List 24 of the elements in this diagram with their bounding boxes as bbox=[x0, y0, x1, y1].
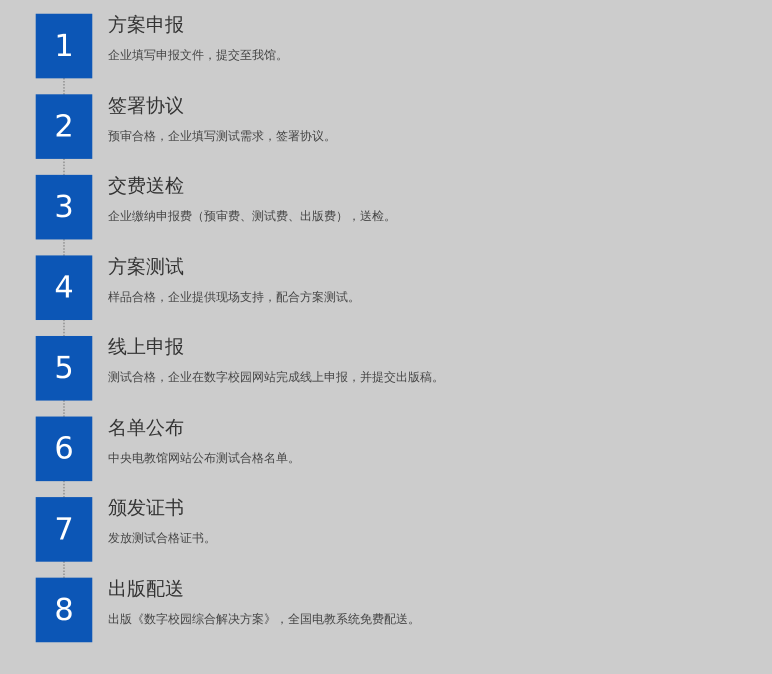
step-number-box: 1 bbox=[36, 14, 92, 78]
step-number-box: 8 bbox=[36, 578, 92, 642]
step-description: 样品合格，企业提供现场支持，配合方案测试。 bbox=[108, 288, 360, 306]
step-description: 测试合格，企业在数字校园网站完成线上申报，并提交出版稿。 bbox=[108, 369, 444, 386]
step-number-box: 5 bbox=[36, 336, 92, 401]
step-title: 交费送检 bbox=[108, 174, 184, 200]
step-title: 名单公布 bbox=[108, 416, 184, 441]
step-description: 出版《数字校园综合解决方案》，全国电教系统免费配送。 bbox=[108, 611, 420, 628]
step-description: 中央电教馆网站公布测试合格名单。 bbox=[108, 450, 300, 467]
step-description: 发放测试合格证书。 bbox=[108, 530, 216, 548]
step-title: 签署协议 bbox=[108, 94, 184, 119]
step-number-box: 6 bbox=[36, 416, 92, 482]
step-description: 企业缴纳申报费（预审费、测试费、出版费），送检。 bbox=[108, 208, 396, 226]
step-number-box: 4 bbox=[36, 255, 92, 320]
step-title: 出版配送 bbox=[108, 577, 184, 602]
step-title: 方案测试 bbox=[108, 254, 184, 280]
step-title: 线上申报 bbox=[108, 335, 184, 360]
step-number-box: 2 bbox=[36, 94, 92, 159]
step-number-box: 7 bbox=[36, 497, 92, 562]
step-title: 方案申报 bbox=[108, 13, 184, 38]
step-title: 颁发证书 bbox=[108, 496, 184, 522]
step-description: 企业填写申报文件，提交至我馆。 bbox=[108, 47, 288, 64]
step-description: 预审合格，企业填写测试需求，签署协议。 bbox=[108, 128, 336, 145]
step-number-box: 3 bbox=[36, 174, 92, 240]
